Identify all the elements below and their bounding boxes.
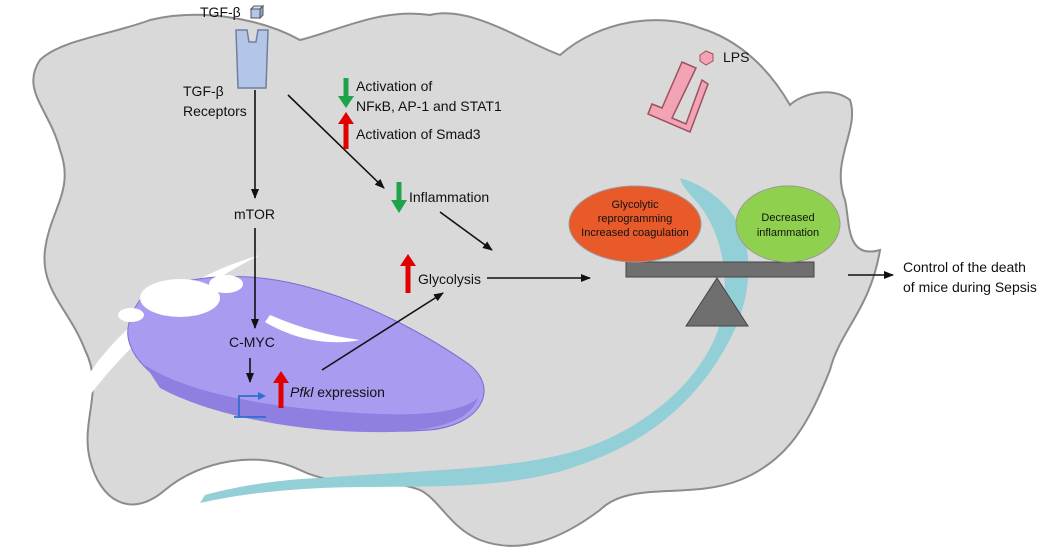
decreased-inflammation-oval: [735, 185, 841, 263]
vesicle: [140, 279, 220, 317]
nucleus-highlight: [265, 315, 360, 343]
nucleus: [127, 276, 485, 432]
outcome-label: of mice during Sepsis: [903, 279, 1037, 295]
lps-ligand-icon: [699, 50, 714, 66]
tgf-beta-receptor-icon: [235, 29, 269, 89]
scale-beam: [625, 261, 815, 278]
tgf-receptors-label: Receptors: [183, 103, 247, 119]
down-arrow-icon: [338, 78, 354, 108]
tgf-receptors-label: TGF-β: [183, 83, 224, 99]
pfkl-expression-label: Pfkl expression: [290, 384, 385, 400]
glycolytic-oval: [568, 185, 702, 263]
activation-of-label: Activation of: [356, 78, 432, 94]
nfkb-ap1-stat1-label: NFκB, AP-1 and STAT1: [356, 98, 502, 114]
tgf-beta-ligand-icon: [249, 4, 265, 20]
vesicle: [118, 308, 144, 322]
nucleus-shade: [145, 365, 478, 433]
activation-smad3-label: Activation of Smad3: [356, 126, 481, 142]
arrow-pfkl-to-glycolysis: [321, 292, 444, 371]
tgf-beta-label: TGF-β: [200, 4, 241, 20]
decreased-inflammation-label: inflammation: [757, 227, 819, 239]
mtor-label: mTOR: [234, 206, 275, 222]
up-arrow-icon: [400, 254, 416, 293]
scale-fulcrum: [685, 277, 749, 327]
lps-receptor-icon: [647, 61, 709, 133]
up-arrow-icon: [338, 112, 354, 149]
glycolytic-oval-label: reprogramming: [598, 213, 673, 225]
inflammation-label: Inflammation: [409, 189, 489, 205]
arrow-receptor-to-inflammation: [287, 94, 385, 189]
decreased-inflammation-label: Decreased: [761, 212, 814, 224]
glycolytic-oval-label: Glycolytic: [611, 199, 659, 211]
promoter-icon: [234, 392, 266, 418]
down-arrow-icon: [391, 182, 407, 213]
cytoplasm-streak: [80, 255, 260, 395]
cmyc-label: C-MYC: [229, 334, 275, 350]
lps-label: LPS: [723, 49, 749, 65]
outcome-label: Control of the death: [903, 259, 1026, 275]
arrow-inflammation-to-balance: [439, 211, 493, 251]
vesicle: [209, 275, 243, 293]
up-arrow-icon: [273, 371, 289, 408]
glycolytic-oval-label: Increased coagulation: [581, 227, 689, 239]
glycolysis-label: Glycolysis: [418, 271, 481, 287]
